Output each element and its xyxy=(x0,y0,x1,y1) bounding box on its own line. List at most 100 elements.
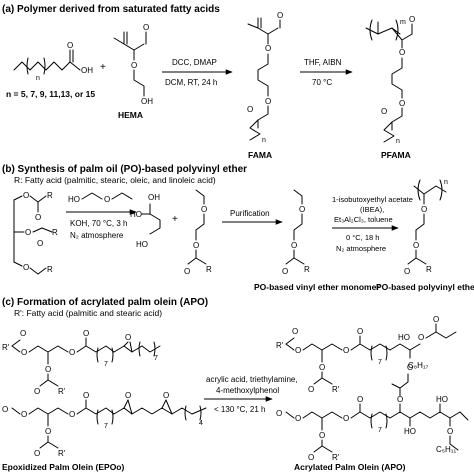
svg-text:C₅H₁₁: C₅H₁₁ xyxy=(436,445,456,454)
svg-text:7: 7 xyxy=(378,427,382,434)
svg-text:HO: HO xyxy=(436,395,448,404)
svg-text:O: O xyxy=(308,453,314,462)
svg-text:O: O xyxy=(277,11,283,20)
svg-text:n: n xyxy=(396,138,400,145)
svg-text:O: O xyxy=(343,414,349,423)
svg-text:R: R xyxy=(426,265,432,274)
svg-text:HO: HO xyxy=(398,333,410,342)
panel-a-title: (a) Polymer derived from saturated fatty… xyxy=(2,4,220,15)
svg-text:O: O xyxy=(343,346,349,355)
svg-text:O: O xyxy=(25,228,31,237)
fatty-acid-chain xyxy=(13,61,71,71)
apo-structure-lower: O O O O 7 O O HO HO O C₅H₁₁ O xyxy=(276,363,469,462)
step-b2-initiator-abbr: (IBEA), xyxy=(360,205,384,214)
svg-text:O: O xyxy=(184,267,190,276)
svg-text:O: O xyxy=(125,333,131,342)
repeat-bracket-left xyxy=(26,57,29,75)
svg-text:O: O xyxy=(433,315,439,324)
plus-sign-b: + xyxy=(172,214,178,225)
svg-text:O: O xyxy=(319,431,325,440)
svg-text:R': R' xyxy=(58,449,66,458)
svg-text:O: O xyxy=(291,241,297,250)
step-a1-conditions: DCM, RT, 24 h xyxy=(165,78,217,87)
step-b2-catalyst: Et₃Al₂Cl₃, toluene xyxy=(334,215,393,224)
svg-text:O: O xyxy=(23,263,29,272)
step-c-conditions: < 130 °C, 21 h xyxy=(214,405,265,414)
svg-text:O: O xyxy=(20,329,26,338)
n-values-note: n = 5, 7, 9, 11,13, or 15 xyxy=(6,89,95,99)
monomer-label: PO-based vinyl ether monomer xyxy=(254,282,380,292)
svg-text:O: O xyxy=(104,195,110,204)
svg-text:O: O xyxy=(23,191,29,200)
svg-text:O: O xyxy=(447,427,453,436)
svg-text:n: n xyxy=(444,179,448,186)
plus-sign: + xyxy=(100,62,106,73)
svg-text:O: O xyxy=(45,427,51,436)
svg-text:O: O xyxy=(409,15,415,24)
svg-text:O: O xyxy=(35,213,41,222)
epoo-structure-upper: R' O O O O 7 O 7 O O R' xyxy=(2,329,161,396)
panel-a: (a) Polymer derived from saturated fatty… xyxy=(2,4,415,160)
svg-text:R': R' xyxy=(332,385,340,394)
svg-text:R: R xyxy=(304,265,310,274)
epoo-structure-lower: O O O O 7 O O 4 O O R xyxy=(2,391,207,458)
svg-text:O: O xyxy=(247,105,253,114)
fama-structure: O O O O n xyxy=(247,11,283,144)
polyvinyl-ether-structure: n O O O R xyxy=(404,179,448,276)
svg-text:O: O xyxy=(397,395,403,404)
panel-b: (b) Synthesis of palm oil (PO)-based pol… xyxy=(2,164,474,292)
svg-text:4: 4 xyxy=(199,420,203,427)
svg-text:HO: HO xyxy=(136,240,148,249)
step-c-reagents: acrylic acid, triethylamine, xyxy=(206,375,298,384)
svg-text:O: O xyxy=(399,48,405,57)
step-b2-atmosphere: N₂ atmosphere xyxy=(336,244,386,253)
carbonyl-o-label: O xyxy=(67,41,73,50)
apo-structure-upper: R' O O O O 7 HO O O C₈H₁₇ O O xyxy=(276,315,457,394)
svg-text:O: O xyxy=(69,410,75,419)
svg-text:R: R xyxy=(52,228,58,237)
hema-structure: O O OH xyxy=(113,23,153,106)
svg-text:O: O xyxy=(201,205,207,214)
svg-text:O: O xyxy=(282,267,288,276)
svg-text:R: R xyxy=(206,265,212,274)
svg-text:O: O xyxy=(407,363,413,372)
acid-oh-label: OH xyxy=(81,66,93,75)
pfama-label: PFAMA xyxy=(381,150,411,160)
svg-text:O: O xyxy=(413,241,419,250)
svg-text:O: O xyxy=(34,449,40,458)
svg-text:O: O xyxy=(37,239,43,248)
hema-label: HEMA xyxy=(118,110,143,120)
step-b2-initiator: 1-isobutoxyethyl acetate xyxy=(332,195,413,204)
svg-text:R: R xyxy=(47,265,53,274)
repeat-n-label: n xyxy=(36,75,40,82)
epoo-label: Epoxidized Palm Olein (EPOo) xyxy=(2,462,124,472)
svg-text:O: O xyxy=(2,405,8,414)
panel-b-r-definition: R: Fatty acid (palmitic, stearic, oleic,… xyxy=(14,175,216,185)
svg-text:7: 7 xyxy=(104,423,108,430)
purification-label: Purification xyxy=(230,209,270,218)
svg-text:7: 7 xyxy=(104,361,108,368)
svg-text:C₈H₁₇: C₈H₁₇ xyxy=(408,361,429,370)
triglyceride-structure: O O R O O R O R xyxy=(13,191,58,275)
svg-text:O: O xyxy=(299,205,305,214)
svg-text:O: O xyxy=(131,61,137,70)
svg-text:O: O xyxy=(193,241,199,250)
svg-text:O: O xyxy=(45,365,51,374)
vinyl-ether-monomer-structure: O O O R xyxy=(282,189,310,276)
step-a2-conditions: 70 °C xyxy=(312,78,332,87)
panel-b-title: (b) Synthesis of palm oil (PO)-based pol… xyxy=(2,164,247,175)
svg-text:R: R xyxy=(47,191,53,200)
step-b1-conditions: KOH, 70 °C, 3 h xyxy=(70,219,127,228)
svg-text:O: O xyxy=(21,410,27,419)
polymer-label: PO-based polyvinyl ether xyxy=(376,282,474,292)
svg-text:R': R' xyxy=(332,453,340,462)
svg-text:OH: OH xyxy=(141,97,153,106)
fatty-acid-structure: O OH n xyxy=(13,41,93,82)
svg-text:7: 7 xyxy=(378,359,382,366)
svg-text:R': R' xyxy=(276,341,284,350)
svg-text:R': R' xyxy=(58,387,66,396)
step-b1-atmosphere: N₂ atmosphere xyxy=(70,231,124,240)
svg-text:O: O xyxy=(34,387,40,396)
svg-text:O: O xyxy=(69,348,75,357)
svg-text:m: m xyxy=(400,19,406,26)
